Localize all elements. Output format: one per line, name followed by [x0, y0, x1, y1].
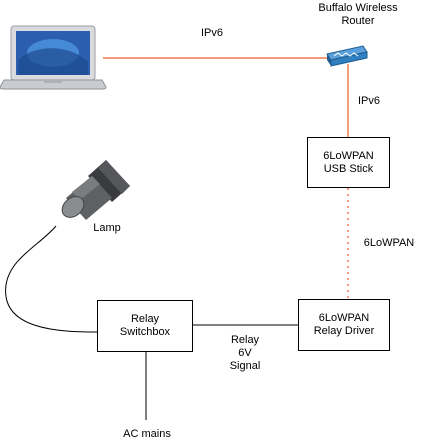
- relay-signal-edge-label: Relay 6V Signal: [220, 334, 270, 373]
- router-label: Buffalo Wireless Router: [298, 2, 418, 28]
- relay-signal-line3: Signal: [229, 360, 261, 372]
- relay-driver-line2: Relay Driver: [313, 325, 375, 337]
- relay-driver-line1: 6LoWPAN: [318, 312, 370, 324]
- router-label-line2: Router: [341, 15, 375, 27]
- router-icon: [326, 45, 368, 67]
- router-usb-edge-label: IPv6: [357, 95, 380, 107]
- relay-signal-line1: Relay: [230, 334, 260, 346]
- relay-switchbox-line2: Switchbox: [119, 326, 171, 338]
- laptop-icon: [0, 25, 107, 90]
- relay-signal-line2: 6V: [238, 347, 252, 359]
- lamp-icon: [61, 160, 130, 220]
- router-label-line1: Buffalo Wireless: [318, 2, 398, 14]
- laptop-router-edge-label: IPv6: [200, 27, 223, 39]
- usb-driver-edge-label: 6LoWPAN: [363, 237, 415, 249]
- ac-mains-label: AC mains: [123, 428, 171, 440]
- lamp-cable: [5, 225, 98, 333]
- usb-stick-line1: 6LoWPAN: [323, 149, 374, 162]
- relay-switchbox-node: Relay Switchbox: [97, 300, 193, 352]
- usb-stick-node: 6LoWPAN USB Stick: [307, 137, 390, 188]
- relay-driver-node: 6LoWPAN Relay Driver: [298, 299, 390, 351]
- usb-stick-line2: USB Stick: [323, 162, 374, 175]
- relay-switchbox-line1: Relay: [130, 313, 160, 325]
- lamp-label: Lamp: [93, 222, 121, 234]
